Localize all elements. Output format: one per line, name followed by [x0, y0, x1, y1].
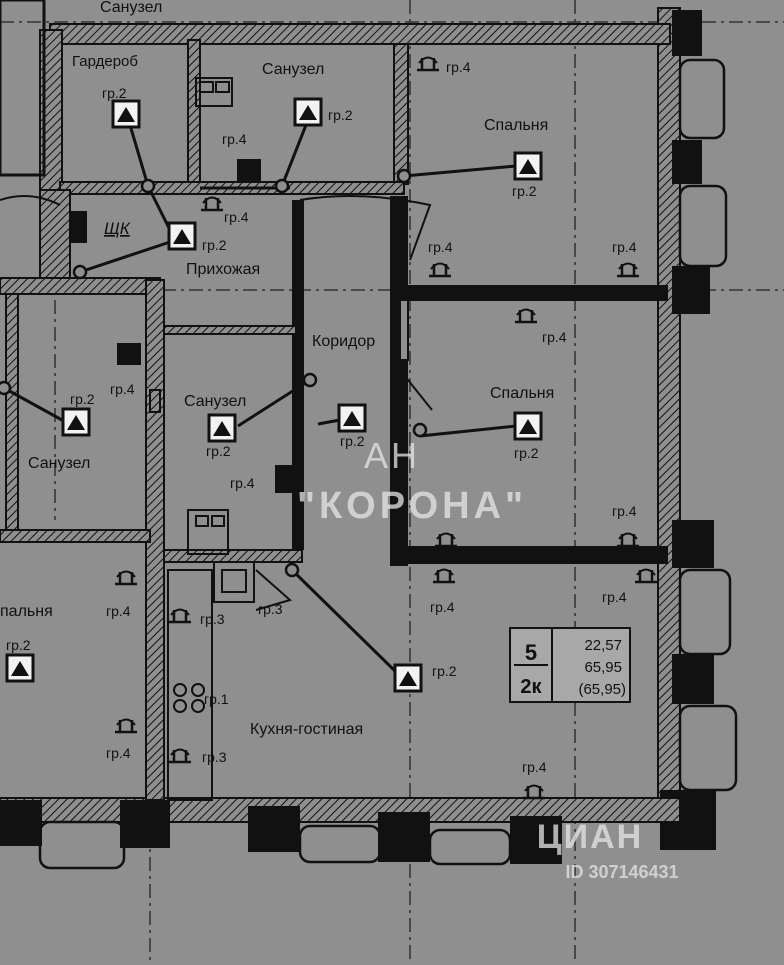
label-gr4: гр.4	[106, 745, 131, 761]
room-hall: Прихожая	[186, 261, 260, 278]
label-gr2: гр.2	[340, 433, 365, 449]
room-bath-upper: Санузел	[262, 61, 324, 78]
room-wardrobe: Гардероб	[72, 53, 138, 70]
watermarks: АН "КОРОНА" ЦИАН ID 307146431	[297, 435, 679, 882]
light-bedroom-upper	[513, 151, 543, 181]
label-gr2: гр.2	[206, 443, 231, 459]
label-gr4: гр.4	[542, 329, 567, 345]
room-bath-top: Санузел	[100, 0, 162, 16]
label-gr3: гр.3	[202, 749, 227, 765]
room-kitchen: Кухня-гостиная	[250, 721, 363, 738]
fixtures	[0, 77, 433, 801]
light-hall	[167, 221, 197, 251]
label-gr4: гр.4	[110, 381, 135, 397]
exterior-walls	[0, 7, 738, 870]
label-gr4: гр.4	[428, 239, 453, 255]
label-gr2: гр.2	[328, 107, 353, 123]
apartment-stamp: 5 2к 22,57 65,95 (65,95)	[509, 627, 631, 703]
label-gr1: гр.1	[204, 691, 229, 707]
light-bath-left	[61, 407, 91, 437]
light-bath-mid	[207, 413, 237, 443]
group-labels: гр.2 гр.2 гр.4 гр.4 гр.2 гр.4 гр.2 гр.4 …	[6, 59, 637, 775]
label-gr4: гр.4	[222, 131, 247, 147]
label-gr4: гр.4	[224, 209, 249, 225]
cian-watermark: ЦИАН	[537, 818, 643, 856]
total-area: 65,95	[584, 659, 622, 676]
label-gr4: гр.4	[522, 759, 547, 775]
label-gr4: гр.4	[230, 475, 255, 491]
light-bedroom-mid	[513, 411, 543, 441]
label-gr4: гр.4	[602, 589, 627, 605]
light-wardrobe	[111, 99, 141, 129]
label-gr2: гр.2	[102, 85, 127, 101]
room-bedroom-upper: Спальня	[484, 117, 548, 134]
label-gr2: гр.2	[514, 445, 539, 461]
wiring	[3, 124, 517, 674]
light-corridor	[337, 403, 367, 433]
agency-watermark-line2: "КОРОНА"	[297, 485, 527, 527]
light-kitchen	[393, 663, 423, 693]
room-bedroom-mid: Спальня	[490, 385, 554, 402]
room-bath-left: Санузел	[28, 455, 90, 472]
apartment-number: 5	[525, 640, 537, 665]
label-gr4: гр.4	[612, 239, 637, 255]
light-bedroom-left	[5, 653, 35, 683]
living-area: 22,57	[584, 637, 622, 654]
label-gr3: гр.3	[258, 601, 283, 617]
light-bath-upper	[293, 97, 323, 127]
room-panel: ЩК	[104, 219, 131, 238]
total-area-paren: (65,95)	[578, 681, 626, 698]
label-gr4: гр.4	[446, 59, 471, 75]
room-bedroom-left: пальня	[0, 603, 53, 620]
label-gr2: гр.2	[432, 663, 457, 679]
label-gr2: гр.2	[70, 391, 95, 407]
listing-id-watermark: ID 307146431	[565, 862, 678, 882]
label-gr2: гр.2	[6, 637, 31, 653]
room-corridor: Коридор	[312, 333, 375, 350]
label-gr3: гр.3	[200, 611, 225, 627]
apartment-type: 2к	[520, 676, 542, 698]
label-gr4: гр.4	[612, 503, 637, 519]
label-gr2: гр.2	[512, 183, 537, 199]
label-gr4: гр.4	[430, 599, 455, 615]
agency-watermark-line1: АН	[364, 435, 420, 476]
label-gr4: гр.4	[106, 603, 131, 619]
room-bath-mid: Санузел	[184, 393, 246, 410]
label-gr2: гр.2	[202, 237, 227, 253]
room-labels: Санузел Гардероб Санузел Спальня ЩК Прих…	[0, 0, 554, 738]
